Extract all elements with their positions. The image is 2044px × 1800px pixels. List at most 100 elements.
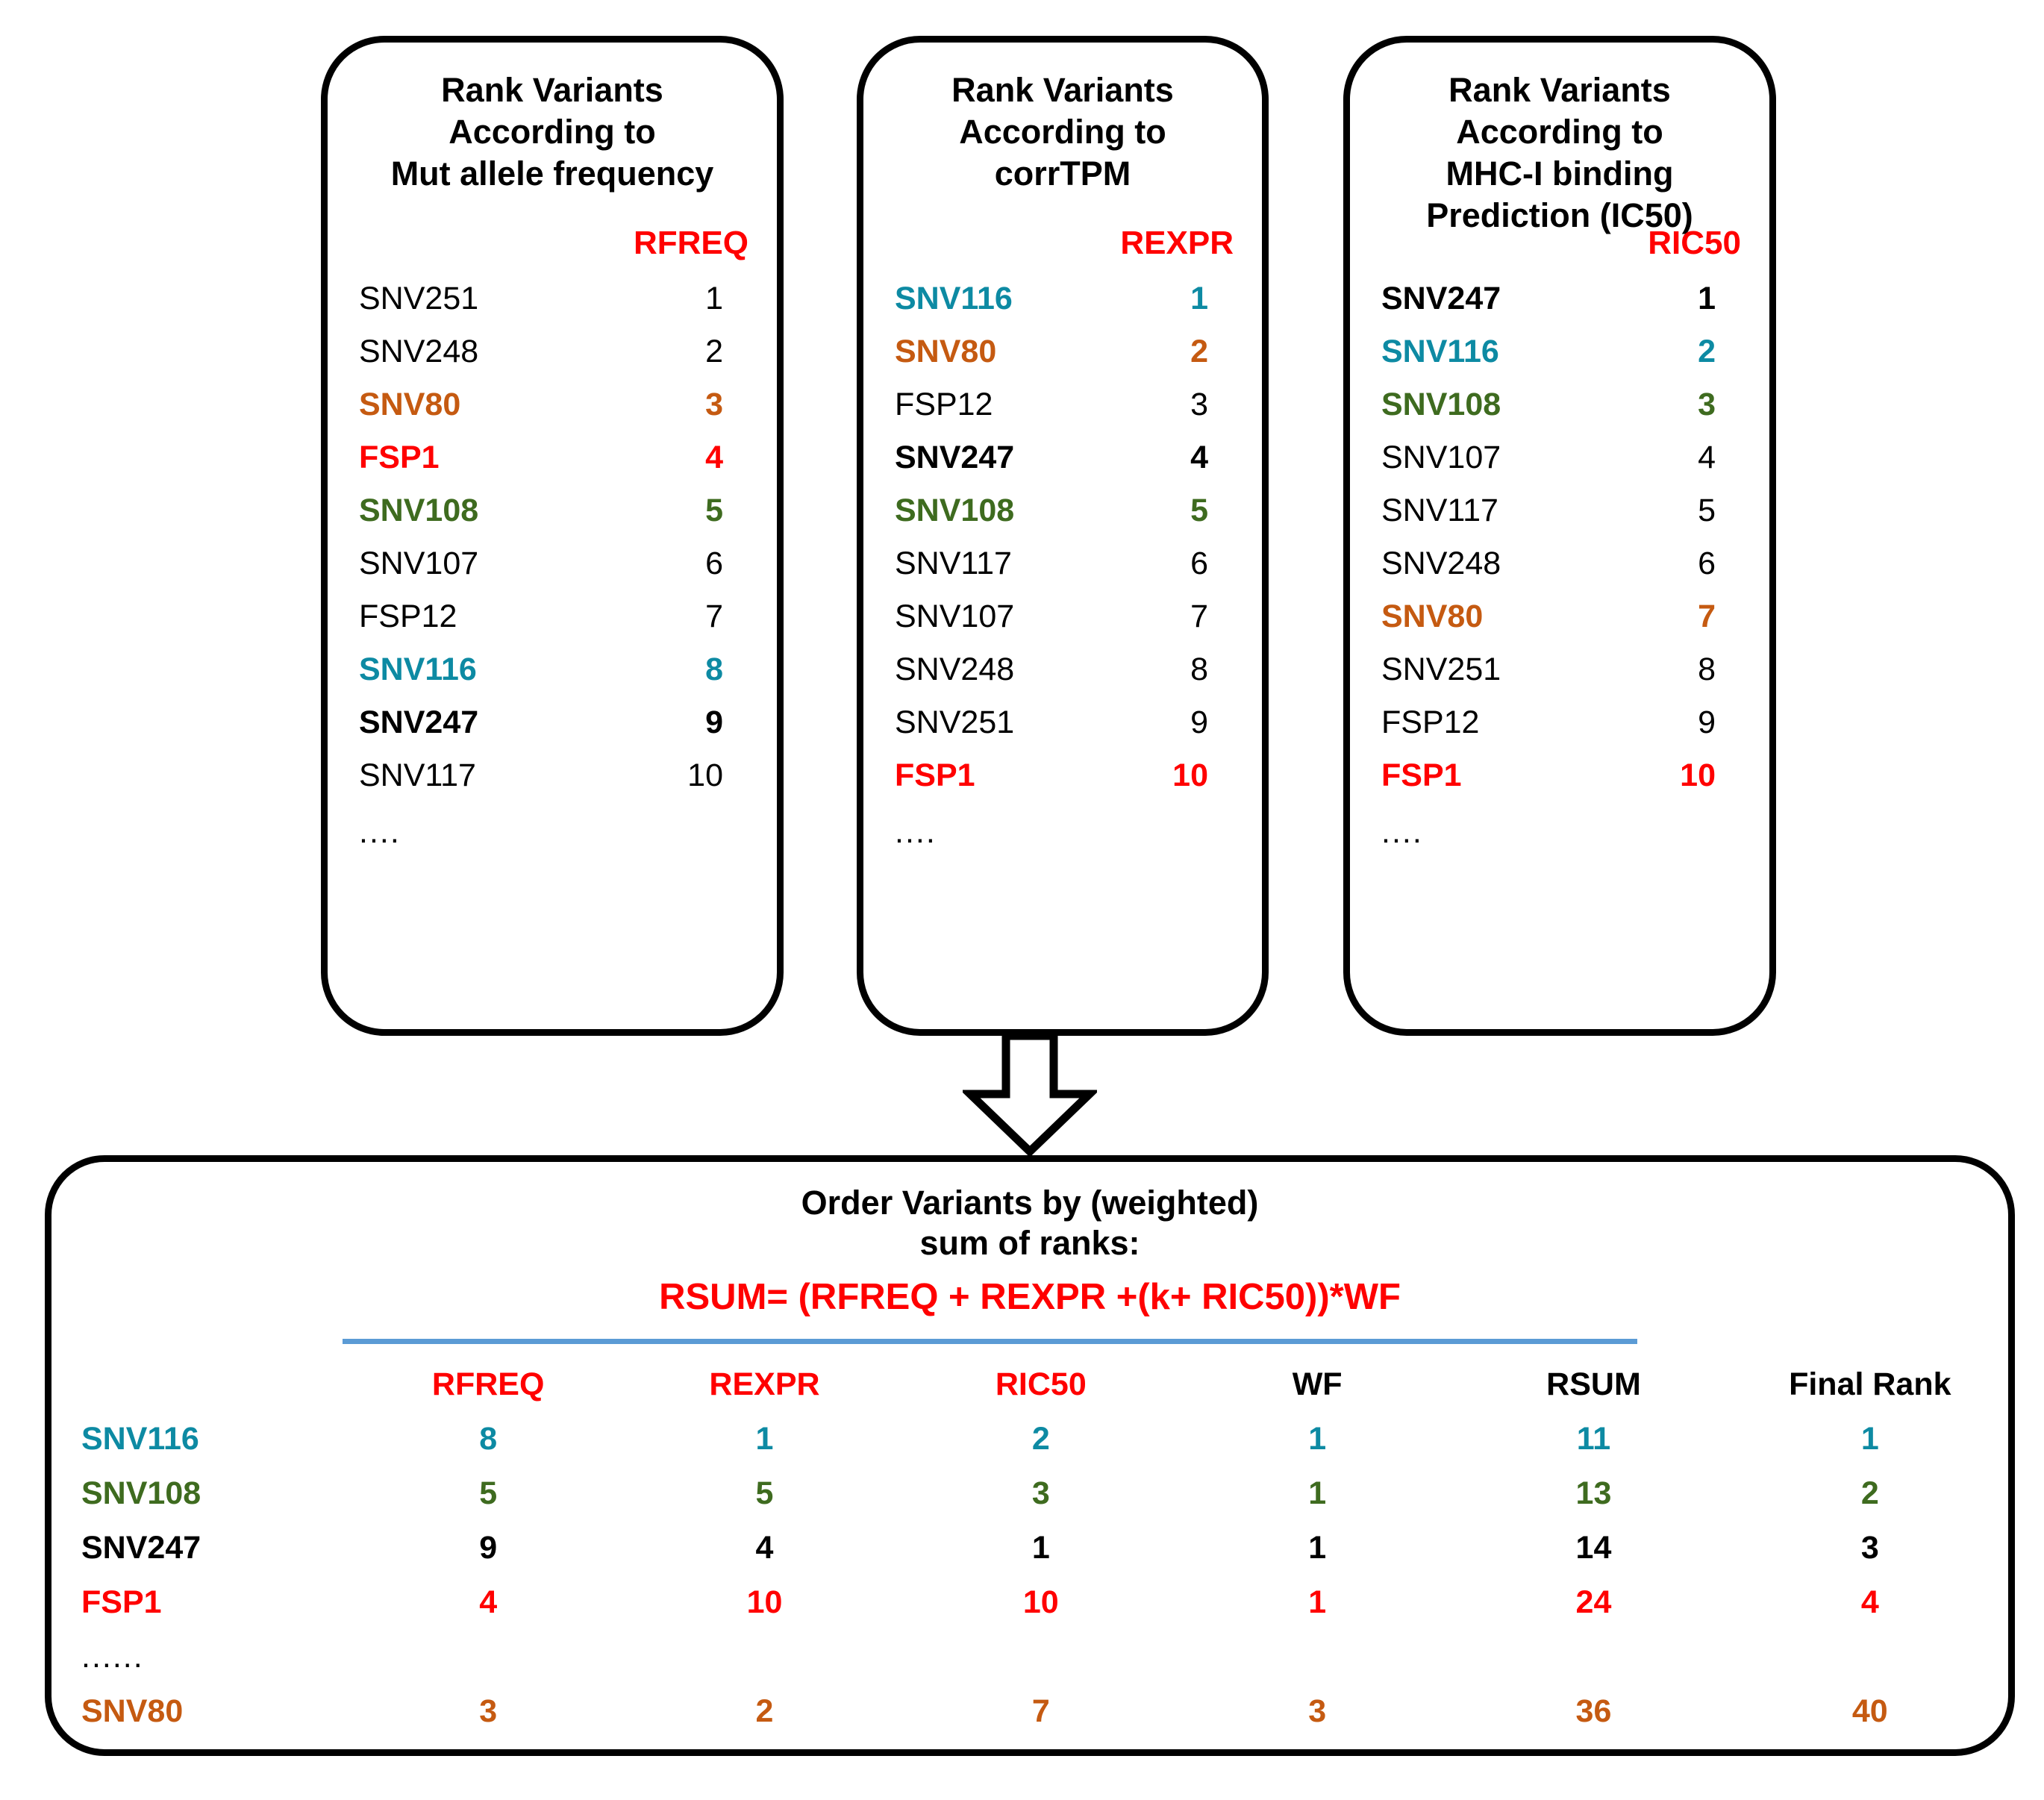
col-header-rsum: RSUM bbox=[1546, 1366, 1641, 1402]
variant-name: FSP12 bbox=[359, 599, 457, 634]
variant-name: SNV247 bbox=[1381, 281, 1501, 316]
cell-final-rank: 40 bbox=[1851, 1693, 1888, 1729]
title-line-4: Prediction (IC50) bbox=[1426, 196, 1693, 234]
variant-name: SNV116 bbox=[895, 281, 1013, 316]
variant-name: SNV251 bbox=[895, 704, 1015, 740]
cell-rexpr: 10 bbox=[746, 1584, 783, 1620]
variant-name: SNV108 bbox=[359, 493, 479, 528]
title-line-2: According to bbox=[1456, 113, 1663, 151]
col-header-wf: WF bbox=[1292, 1366, 1343, 1402]
variant-name: SNV248 bbox=[895, 651, 1015, 687]
cell-final-rank: 2 bbox=[1860, 1475, 1879, 1511]
col-header-variant bbox=[51, 1357, 350, 1412]
variant-name: SNV108 bbox=[81, 1475, 201, 1511]
variant-rank: 2 bbox=[705, 334, 723, 369]
variant-name: SNV107 bbox=[1381, 440, 1501, 475]
variant-name: SNV80 bbox=[895, 334, 997, 369]
cell-ric50: 10 bbox=[1022, 1584, 1059, 1620]
cell-wf bbox=[1179, 1630, 1455, 1684]
col-header-rfreq: RFREQ bbox=[431, 1366, 545, 1402]
cell-ric50: 3 bbox=[1031, 1475, 1050, 1511]
variant-rank: 7 bbox=[1698, 599, 1716, 634]
cell-wf: 1 bbox=[1308, 1530, 1327, 1566]
variant-rank: 8 bbox=[705, 651, 723, 687]
variant-name: SNV116 bbox=[359, 651, 477, 687]
rank-box-rfreq-title: Rank Variants According to Mut allele fr… bbox=[328, 69, 777, 195]
rank-box-ric50-title: Rank Variants According to MHC-I binding… bbox=[1350, 69, 1769, 237]
rank-row: FSP12 3 bbox=[895, 378, 1234, 431]
rank-list-ellipsis: .... bbox=[895, 814, 937, 850]
table-divider-line bbox=[343, 1339, 1637, 1344]
rank-row: SNV247 1 bbox=[1381, 272, 1741, 325]
variant-rank: 6 bbox=[705, 546, 723, 581]
cell-rfreq bbox=[350, 1630, 626, 1684]
rank-row: SNV107 6 bbox=[359, 537, 748, 590]
variant-rank: 9 bbox=[1190, 704, 1208, 740]
variant-rank: 3 bbox=[1698, 387, 1716, 422]
col-header-rexpr: REXPR bbox=[709, 1366, 820, 1402]
variant-rank: 1 bbox=[1190, 281, 1208, 316]
variant-name: SNV116 bbox=[81, 1421, 199, 1457]
column-header-rfreq: RFREQ bbox=[634, 225, 748, 261]
variant-rank: 5 bbox=[1698, 493, 1716, 528]
variant-name: SNV247 bbox=[359, 704, 479, 740]
variant-rank: 10 bbox=[1172, 757, 1208, 793]
cell-rexpr: 5 bbox=[755, 1475, 774, 1511]
cell-ric50: 1 bbox=[1031, 1530, 1050, 1566]
column-header-rexpr: REXPR bbox=[1120, 225, 1234, 261]
cell-rsum: 13 bbox=[1575, 1475, 1612, 1511]
variant-name: SNV108 bbox=[895, 493, 1015, 528]
cell-ric50: 2 bbox=[1031, 1421, 1050, 1457]
rank-box-rexpr-title: Rank Variants According to corrTPM bbox=[863, 69, 1262, 195]
cell-final-rank: 1 bbox=[1860, 1421, 1879, 1457]
col-header-finalrank: Final Rank bbox=[1789, 1366, 1951, 1402]
variant-rank: 7 bbox=[705, 599, 723, 634]
title-line-1: Rank Variants bbox=[951, 71, 1174, 109]
variant-name: SNV107 bbox=[895, 599, 1015, 634]
col-header-ric50: RIC50 bbox=[995, 1366, 1087, 1402]
cell-rexpr: 4 bbox=[755, 1530, 774, 1566]
cell-wf: 1 bbox=[1308, 1475, 1327, 1511]
rank-row: FSP12 7 bbox=[359, 590, 748, 643]
variant-rank: 5 bbox=[705, 493, 723, 528]
variant-name: SNV107 bbox=[359, 546, 479, 581]
summary-title-line-1: Order Variants by (weighted) bbox=[801, 1184, 1259, 1222]
variant-rank: 4 bbox=[1190, 440, 1208, 475]
variant-name: FSP1 bbox=[895, 757, 975, 793]
variant-name: FSP12 bbox=[895, 387, 993, 422]
cell-rfreq: 9 bbox=[479, 1530, 498, 1566]
cell-rexpr: 1 bbox=[755, 1421, 774, 1457]
variant-name: SNV117 bbox=[895, 546, 1012, 581]
variant-rank: 3 bbox=[1190, 387, 1208, 422]
summary-title-line-2: sum of ranks: bbox=[919, 1224, 1140, 1262]
title-line-2: According to bbox=[959, 113, 1166, 151]
cell-rexpr bbox=[626, 1630, 902, 1684]
variant-name: SNV116 bbox=[1381, 334, 1499, 369]
cell-ric50: 7 bbox=[1031, 1693, 1050, 1729]
rank-row: SNV116 1 bbox=[895, 272, 1234, 325]
variant-rank: 4 bbox=[705, 440, 723, 475]
variant-rank: 1 bbox=[1698, 281, 1716, 316]
cell-rfreq: 8 bbox=[479, 1421, 498, 1457]
variant-name: FSP1 bbox=[81, 1584, 162, 1620]
cell-final-rank: 4 bbox=[1860, 1584, 1879, 1620]
